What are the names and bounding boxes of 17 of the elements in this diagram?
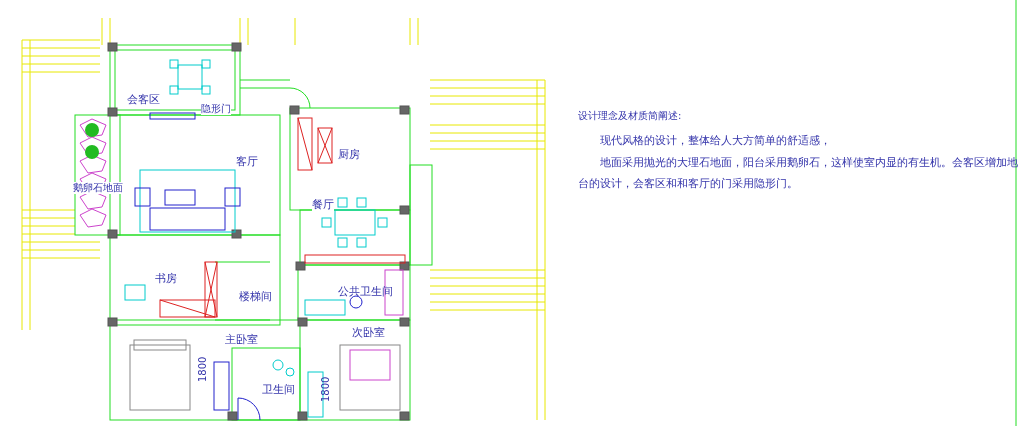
room-label: 餐厅 (312, 198, 334, 212)
room-label: 会客区 (127, 93, 160, 107)
room-label: 卫生间 (262, 383, 295, 397)
room-label: 厨房 (338, 148, 360, 162)
room-label: 客厅 (236, 155, 258, 169)
dimension-label: 1800 (320, 376, 332, 402)
room-label: 楼梯间 (239, 290, 272, 304)
door-label: 隐形门 (201, 103, 231, 115)
note-heading: 设计理念及材质简阐述: (578, 110, 682, 122)
note-paragraph: 现代风格的设计，整体给人大方简单的舒适感， (599, 133, 832, 148)
room-label: 书房 (155, 272, 177, 286)
note-paragraph: 地面采用抛光的大理石地面，阳台采用鹅卵石，这样使室内显的有生机。会客区增加地台的设计，会客区和和客厅的门采用隐形门。 (578, 155, 1018, 191)
dimension-label: 1800 (197, 356, 209, 382)
room-label: 次卧室 (352, 326, 385, 340)
room-label: 主卧室 (225, 333, 258, 347)
room-label: 公共卫生间 (338, 285, 393, 299)
floor-label: 鹅卵石地面 (73, 182, 123, 194)
